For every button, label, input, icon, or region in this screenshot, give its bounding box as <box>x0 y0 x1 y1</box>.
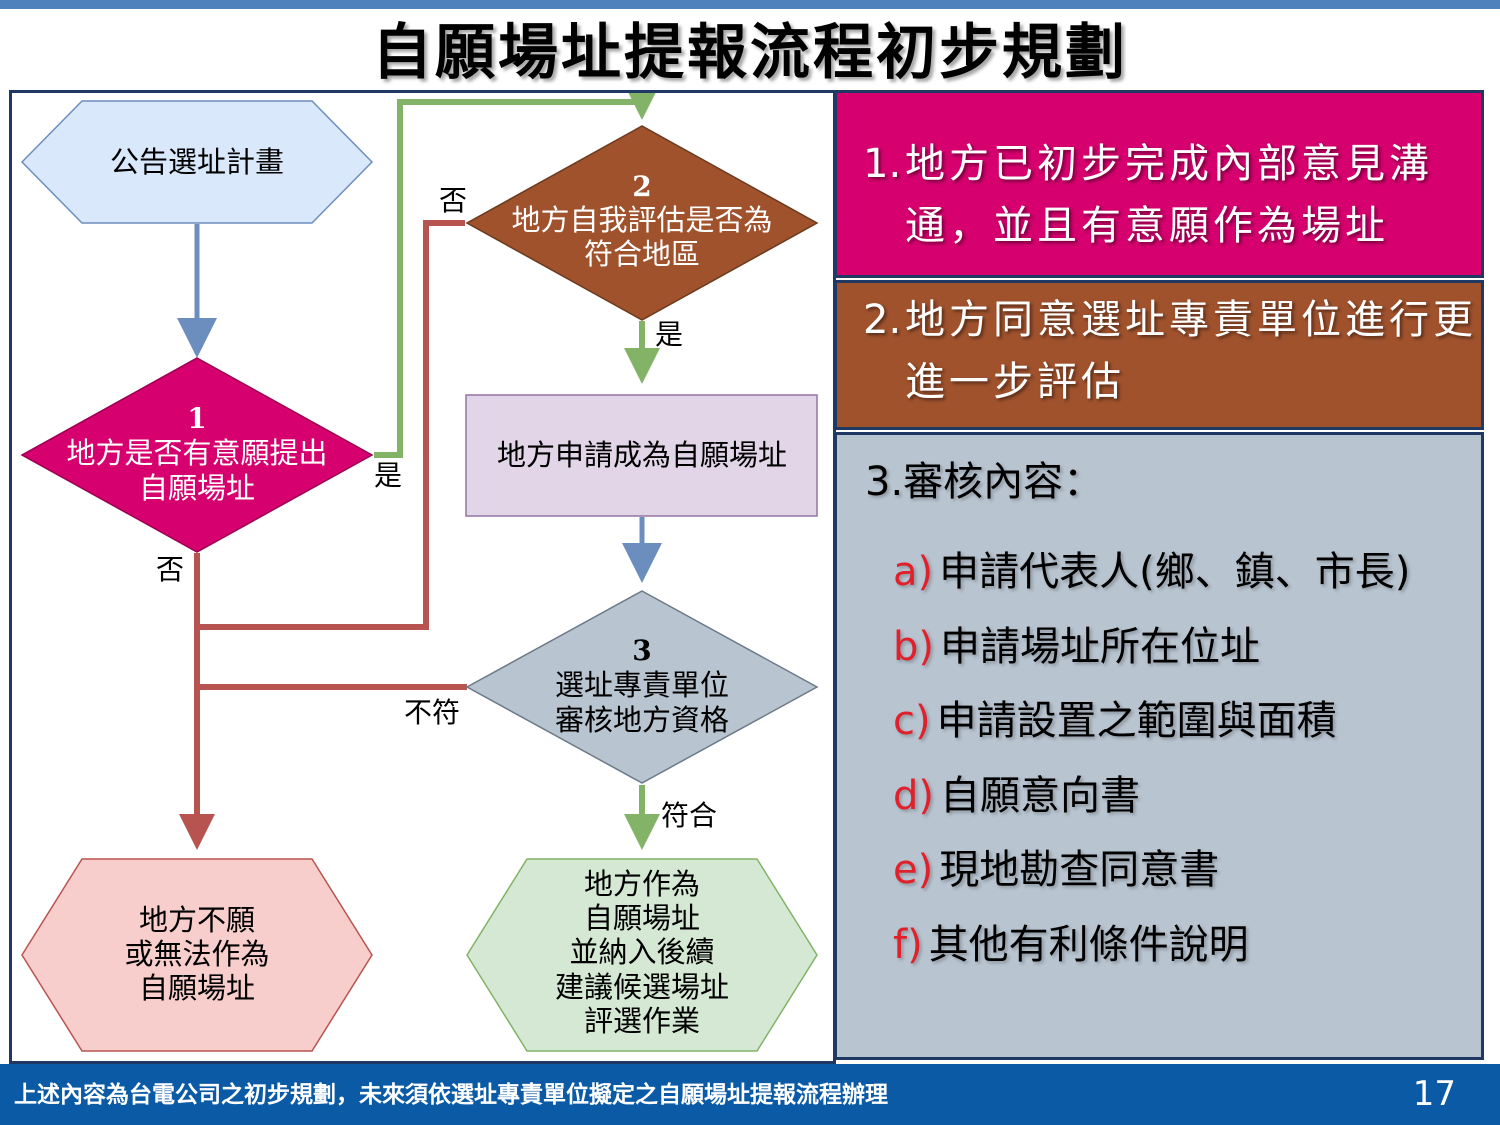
node-step2-line1: 地方自我評估是否為 <box>511 203 772 237</box>
list-item: b)申請場址所在位址 <box>893 610 1410 685</box>
node-accept-line3: 並納入後續 <box>569 935 714 969</box>
requirements-list: a)申請代表人(鄉、鎮、市長) b)申請場址所在位址 c)申請設置之範圍與面積 … <box>893 535 1410 982</box>
node-step1-line2: 自願場址 <box>139 471 255 505</box>
node-accept-line5: 評選作業 <box>584 1004 700 1038</box>
node-step2-shape <box>465 125 819 321</box>
list-item-mark: d) <box>893 772 934 819</box>
node-reject-shape <box>21 858 373 1052</box>
node-reject-line3: 自願場址 <box>139 971 255 1005</box>
node-step1-shape <box>20 357 374 553</box>
list-item-text: 申請代表人(鄉、鎮、市長) <box>939 549 1411 595</box>
list-item: c)申請設置之範圍與面積 <box>893 684 1410 759</box>
node-step3-line1: 選址專責單位 <box>555 668 729 702</box>
node-step3-shape <box>465 590 819 784</box>
list-item: d)自願意向書 <box>893 759 1410 834</box>
list-item-mark: f) <box>893 921 923 968</box>
label-step1-no: 否 <box>156 553 184 586</box>
top-accent-bar <box>0 0 1500 9</box>
list-item-mark: c) <box>893 698 931 744</box>
node-accept-line4: 建議候選場址 <box>555 970 729 1004</box>
panel-step2-body: 地方同意選址專責單位進行更進一步評估 <box>905 297 1477 405</box>
flowchart-frame: 公告選址計畫 1 地方是否有意願提出 自願場址 2 地方自我評估是否為 符合地區… <box>9 90 836 1064</box>
panel-step1-num: 1. <box>863 141 902 187</box>
list-item-mark: a) <box>893 549 934 595</box>
node-accept-line2: 自願場址 <box>584 901 700 935</box>
arrow-step2-no-line <box>197 220 465 630</box>
node-accept-shape <box>466 858 818 1052</box>
flowchart: 公告選址計畫 1 地方是否有意願提出 自願場址 2 地方自我評估是否為 符合地區… <box>20 93 819 1052</box>
node-accept-line1: 地方作為 <box>584 867 700 901</box>
node-apply-shape <box>465 394 818 517</box>
node-reject-line2: 或無法作為 <box>124 937 269 971</box>
label-step3-fail: 不符 <box>404 696 460 729</box>
node-step2-line2: 符合地區 <box>584 237 700 271</box>
label-step3-pass: 符合 <box>661 799 717 832</box>
node-step1-line1: 地方是否有意願提出 <box>66 436 327 470</box>
panel-step1-body: 地方已初步完成內部意見溝通，並且有意願作為場址 <box>905 141 1433 249</box>
panel-step2: 2. 地方同意選址專責單位進行更進一步評估 <box>834 280 1484 430</box>
node-step3-num: 3 <box>632 634 651 667</box>
node-step2-num: 2 <box>632 170 651 203</box>
list-item-text: 自願意向書 <box>940 772 1140 819</box>
page-number: 17 <box>1412 1074 1456 1114</box>
list-item-text: 其他有利條件說明 <box>928 921 1249 968</box>
panel-step1: 1. 地方已初步完成內部意見溝通，並且有意願作為場址 <box>834 90 1484 278</box>
node-reject-line1: 地方不願 <box>139 903 255 937</box>
list-item-text: 現地勘查同意書 <box>939 847 1220 893</box>
panel-step2-num: 2. <box>863 297 902 343</box>
panel-step3: 3.審核內容： a)申請代表人(鄉、鎮、市長) b)申請場址所在位址 c)申請設… <box>834 432 1484 1060</box>
footer-note: 上述內容為台電公司之初步規劃，未來須依選址專責單位擬定之自願場址提報流程辦理 <box>14 1082 888 1108</box>
list-item: e)現地勘查同意書 <box>893 833 1410 908</box>
page-title: 自願場址提報流程初步規劃 <box>372 18 1128 88</box>
node-apply-text: 地方申請成為自願場址 <box>497 438 787 472</box>
node-step1-num: 1 <box>187 402 206 435</box>
list-item: f)其他有利條件說明 <box>893 908 1410 983</box>
arrow-step1-yes-to-step2 <box>374 93 660 458</box>
node-step3-line2: 審核地方資格 <box>555 703 729 737</box>
node-announce-text: 公告選址計畫 <box>110 145 284 179</box>
footer-bar: 上述內容為台電公司之初步規劃，未來須依選址專責單位擬定之自願場址提報流程辦理 1… <box>0 1064 1500 1125</box>
list-item-text: 申請設置之範圍與面積 <box>936 698 1337 744</box>
list-item-mark: e) <box>893 847 934 893</box>
panel-step3-heading: 3.審核內容： <box>865 459 1104 505</box>
list-item: a)申請代表人(鄉、鎮、市長) <box>893 535 1410 610</box>
label-step2-yes: 是 <box>655 318 683 351</box>
list-item-mark: b) <box>893 623 934 670</box>
list-item-text: 申請場址所在位址 <box>940 623 1260 670</box>
node-announce-shape <box>20 100 374 224</box>
label-step1-yes: 是 <box>374 459 402 492</box>
label-step2-no: 否 <box>439 184 467 217</box>
